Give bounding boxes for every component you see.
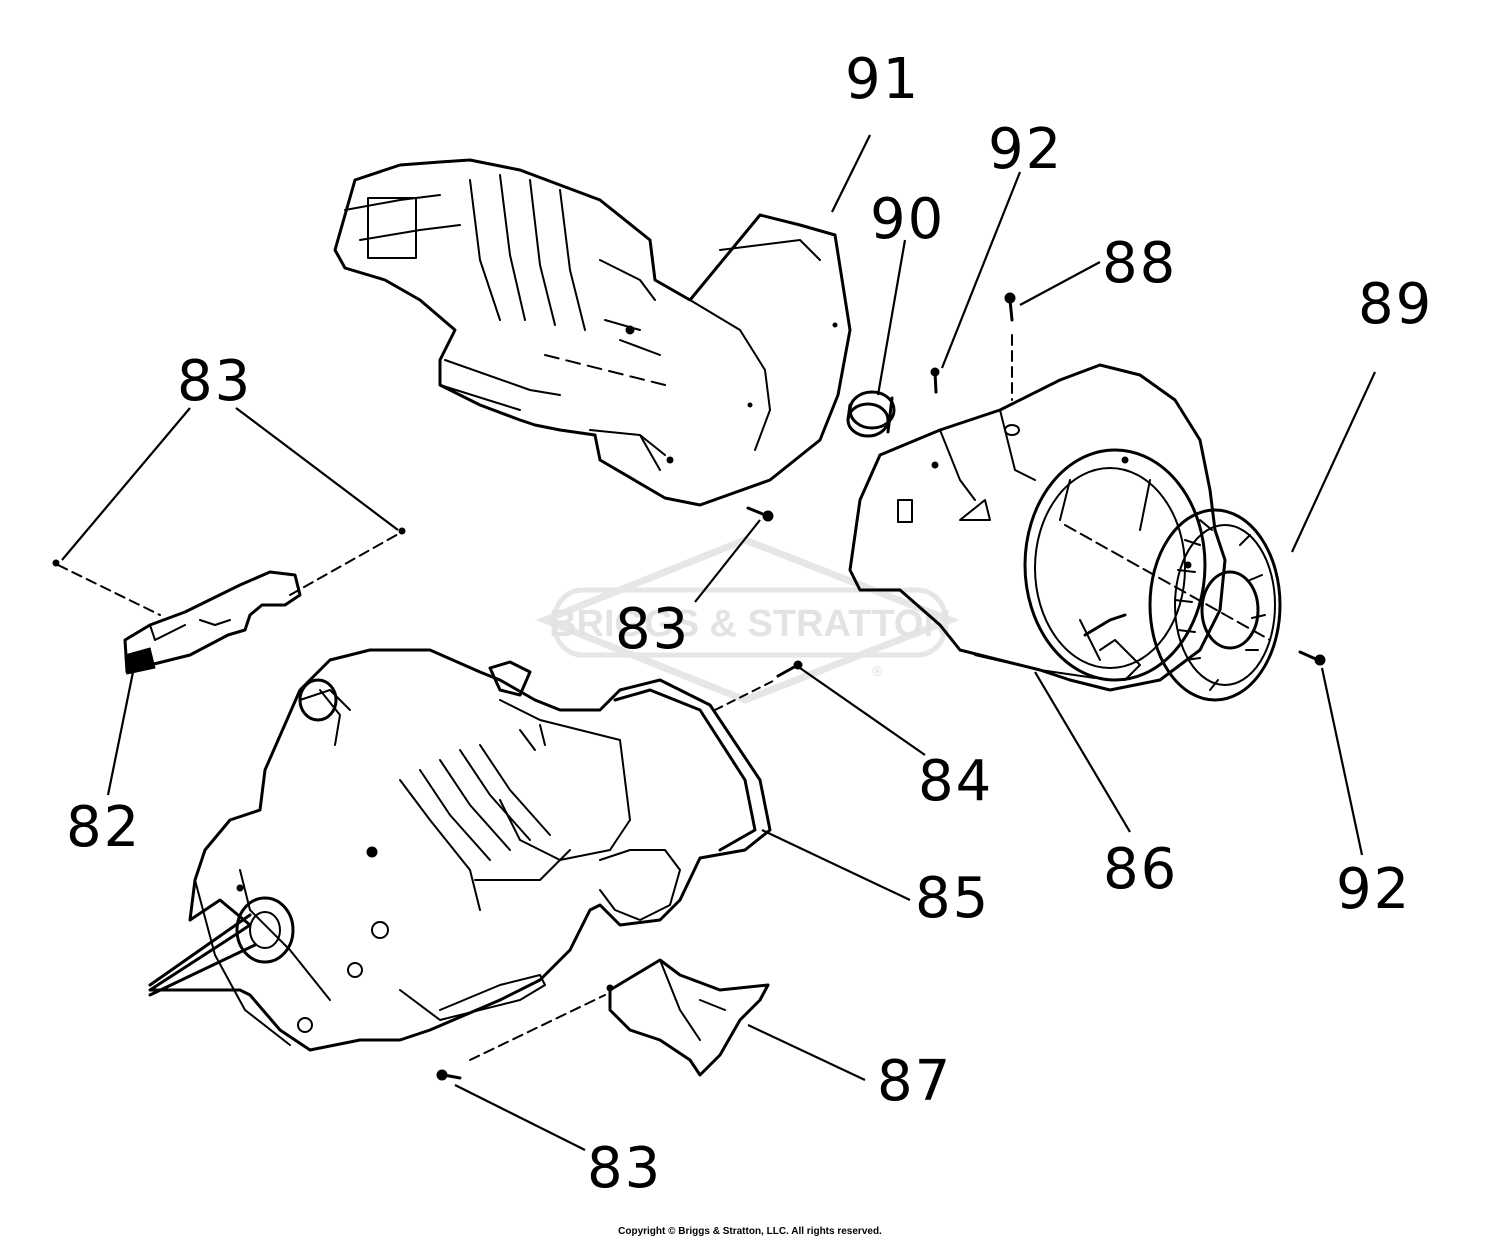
callout-89: 89 (1358, 272, 1433, 337)
lower-engine-block (148, 648, 772, 1052)
watermark-brand-text: BRIGGS & STRATTON (549, 603, 951, 645)
leader-lines (61, 134, 1376, 1151)
callout-86: 86 (1103, 837, 1178, 902)
part-91-engine-with-blower-housing (333, 158, 852, 507)
part-84-screw (714, 660, 803, 711)
callout-87: 87 (877, 1049, 952, 1114)
part-86-starter-housing (848, 363, 1227, 692)
part-92-screw-top (930, 367, 940, 394)
watermark-registered-mark: ® (872, 663, 883, 679)
part-92-screw-bottom (1298, 650, 1326, 666)
part-82-bracket (52, 527, 406, 675)
copyright-notice: Copyright © Briggs & Stratton, LLC. All … (618, 1226, 882, 1237)
callout-92-top: 92 (988, 117, 1063, 182)
callout-82: 82 (66, 795, 141, 860)
callout-90: 90 (870, 187, 945, 252)
callout-83-left: 83 (177, 349, 252, 414)
callout-91: 91 (845, 47, 920, 112)
callout-83-bottom: 83 (587, 1136, 662, 1201)
part-89-starter-pulley (1064, 508, 1282, 702)
part-83-screw-middle (746, 506, 774, 522)
part-90-bushing (846, 390, 896, 438)
callout-92-bottom: 92 (1336, 857, 1411, 922)
callout-88: 88 (1102, 231, 1177, 296)
callout-85: 85 (915, 866, 990, 931)
part-88-screw (1004, 292, 1016, 401)
part-87-lower-shield (606, 958, 770, 1077)
part-number-callouts: 91 92 90 88 89 83 83 82 84 85 86 92 87 8… (66, 47, 1433, 1201)
part-83-screw-bottom (436, 994, 606, 1081)
brand-watermark: BRIGGS & STRATTON ® (535, 536, 960, 704)
callout-83-middle: 83 (615, 597, 690, 662)
callout-84: 84 (918, 749, 993, 814)
